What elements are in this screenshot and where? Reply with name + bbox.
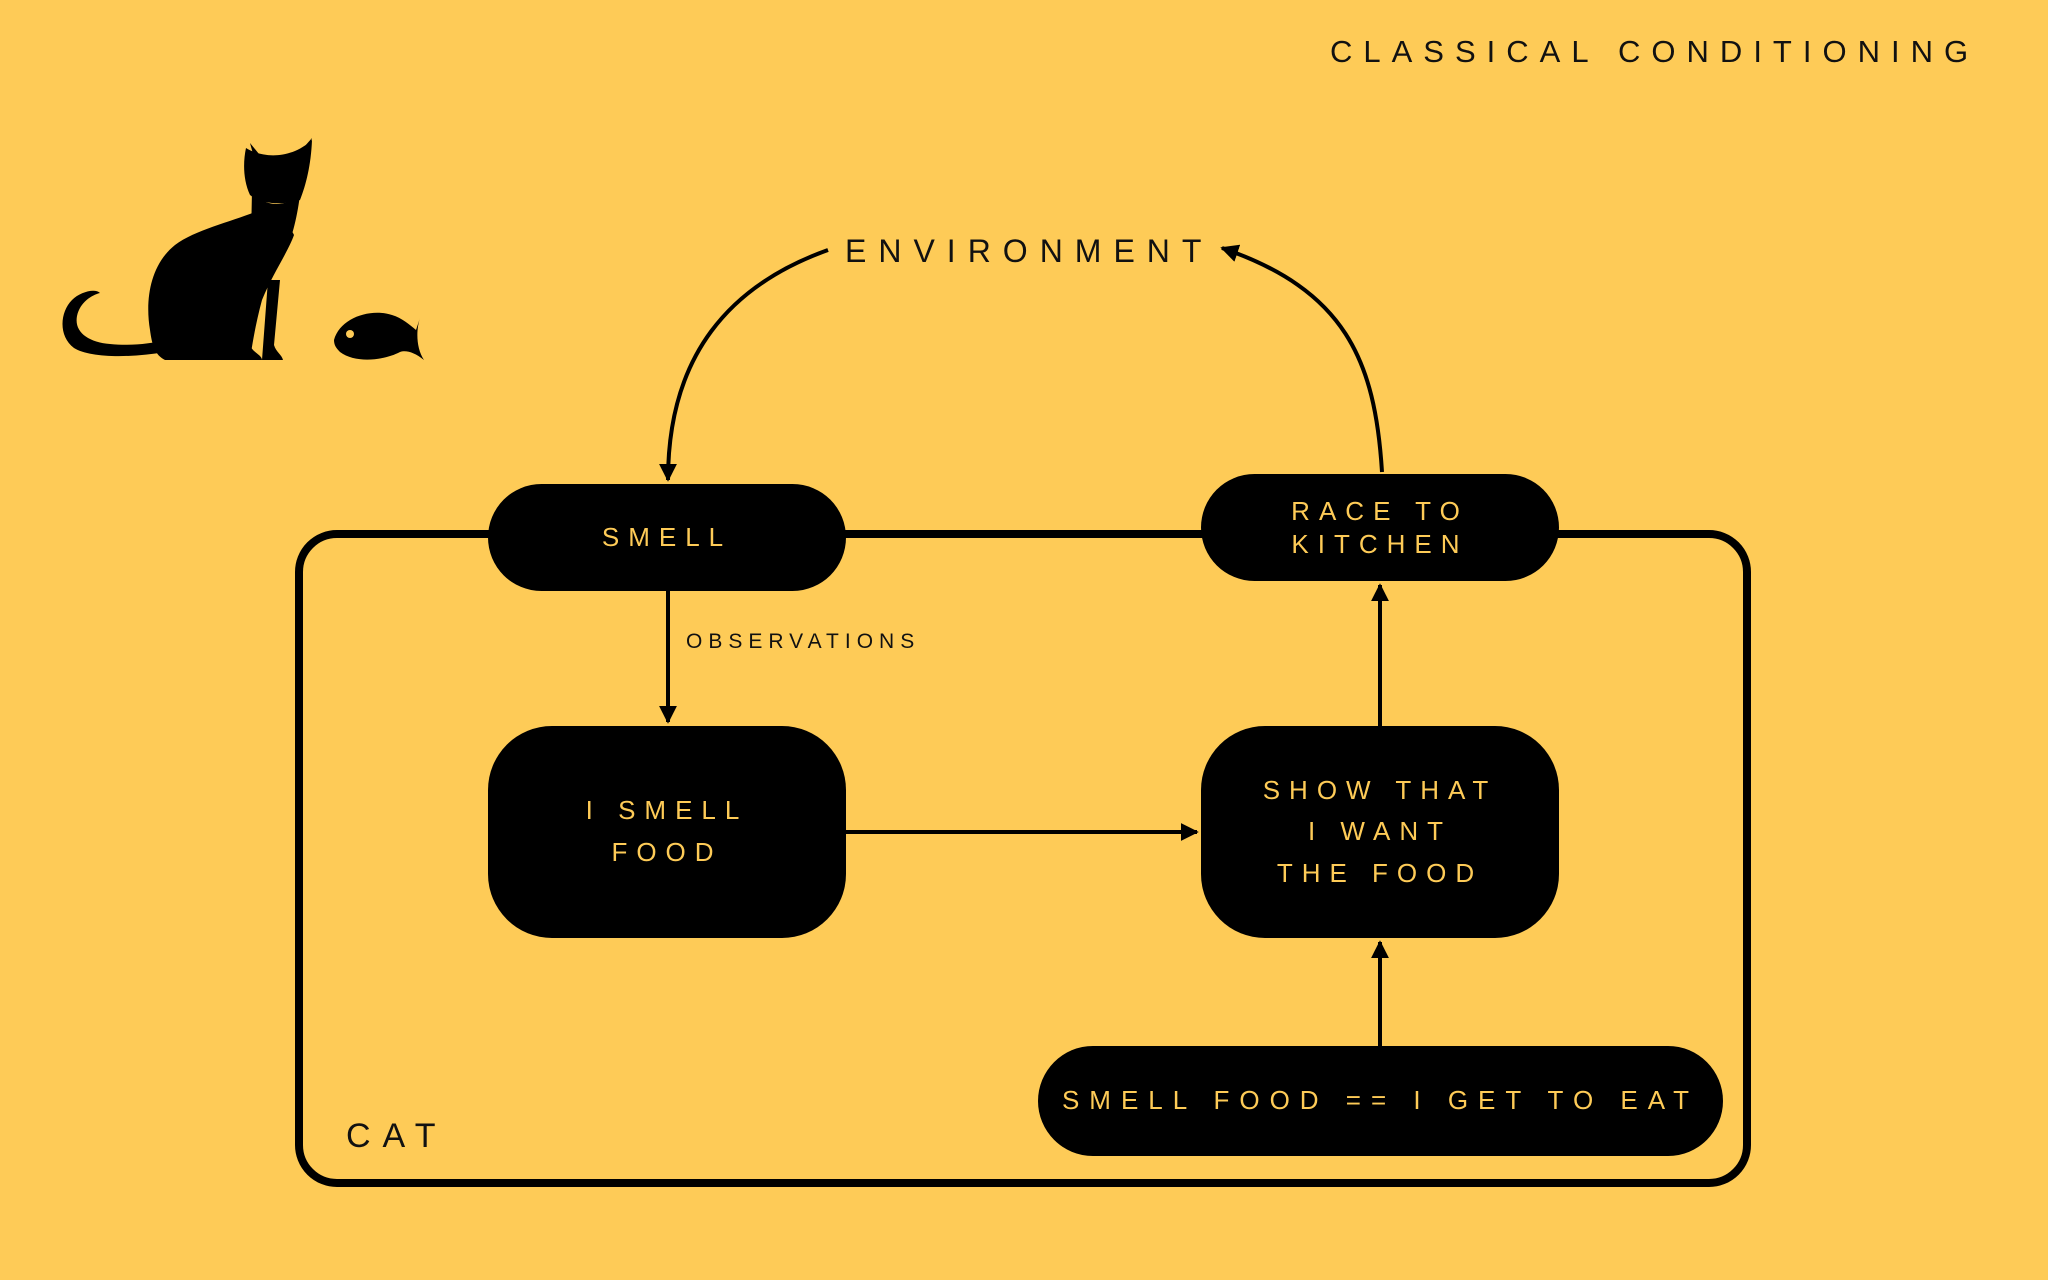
cat-container-frame: [295, 530, 1751, 1187]
arrow-race-to-environment: [1220, 244, 1384, 473]
node-show-that-i-want-the-food: SHOW THAT I WANT THE FOOD: [1201, 726, 1559, 938]
node-smell: SMELL: [488, 484, 846, 591]
page-title: CLASSICAL CONDITIONING: [1330, 34, 1980, 69]
node-rule-smell-food-equals-eat: SMELL FOOD == I GET TO EAT: [1038, 1046, 1723, 1156]
node-race-to-kitchen: RACE TO KITCHEN: [1201, 474, 1559, 581]
node-i-smell-food: I SMELL FOOD: [488, 726, 846, 938]
arrow-environment-to-smell: [659, 248, 829, 482]
environment-label: ENVIRONMENT: [845, 233, 1214, 269]
cat-silhouette-icon: [62, 138, 312, 360]
observations-edge-label: OBSERVATIONS: [686, 630, 921, 653]
cat-container-label: CAT: [346, 1117, 448, 1155]
fish-icon: [334, 312, 424, 360]
